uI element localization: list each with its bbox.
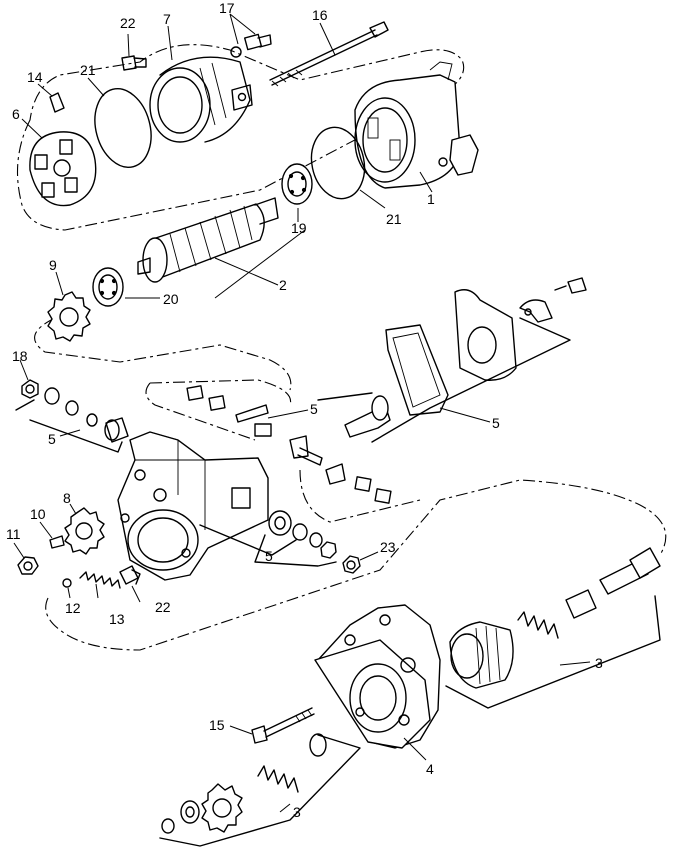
front-group-outline [45, 479, 667, 651]
callout-21-right: 21 [386, 211, 402, 227]
callout-1: 1 [427, 191, 435, 207]
pinion-group-outline [34, 317, 292, 391]
part-5-switch-cover-group [317, 277, 587, 443]
part-17-screw-washer [229, 13, 272, 58]
callout-14: 14 [27, 69, 43, 85]
part-5-terminal-kit [186, 385, 392, 504]
callout-13: 13 [109, 611, 125, 627]
callout-3-upper: 3 [595, 655, 603, 671]
callout-9: 9 [49, 257, 57, 273]
callout-17: 17 [219, 0, 235, 16]
center-housing [117, 431, 297, 581]
callout-5-left: 5 [48, 431, 56, 447]
callout-4: 4 [426, 761, 434, 777]
callout-5-right: 5 [492, 415, 500, 431]
top-group-outline [16, 44, 465, 231]
callout-20: 20 [163, 291, 179, 307]
part-6-brush-holder [21, 118, 97, 207]
callout-15: 15 [209, 717, 225, 733]
part-4-front-housing [314, 604, 441, 761]
part-3-shaft-assembly [445, 547, 661, 709]
callout-8: 8 [63, 490, 71, 506]
callout-12: 12 [65, 600, 81, 616]
part-22-screw-top [121, 33, 147, 71]
callout-5-lower: 5 [265, 548, 273, 564]
callout-18: 18 [12, 348, 28, 364]
part-3-drive-gear-kit [159, 733, 361, 847]
callout-23: 23 [380, 539, 396, 555]
callout-11: 11 [6, 526, 21, 542]
callout-6: 6 [12, 106, 20, 122]
callout-10: 10 [30, 506, 46, 522]
part-5-washers-and-nut-23 [254, 510, 379, 574]
callout-7: 7 [163, 11, 171, 27]
callout-5-center: 5 [310, 401, 318, 417]
part-13-spring [79, 571, 121, 599]
part-2-armature [137, 197, 279, 286]
part-9-idler-gear [47, 271, 91, 342]
callout-22-top: 22 [120, 15, 136, 31]
part-10-pin [39, 521, 65, 549]
callout-3-lower: 3 [293, 804, 301, 820]
part-8-gear [64, 503, 105, 555]
callout-16: 16 [312, 7, 328, 23]
part-12-ball [62, 578, 72, 599]
part-16-through-bolt [269, 21, 389, 87]
callout-2: 2 [279, 277, 287, 293]
part-7-rear-cover [149, 25, 253, 143]
group-outlines [16, 44, 667, 651]
part-14-bolt [37, 83, 65, 113]
part-21-o-ring-left [87, 77, 152, 168]
callout-21-left: 21 [80, 62, 96, 78]
part-22-plug [119, 565, 141, 603]
part-18-nut-and-washers [15, 359, 129, 453]
part-19-bearing-rear [281, 163, 313, 222]
callout-22-lower: 22 [155, 599, 171, 615]
housing-group-outline [145, 379, 421, 523]
callout-labels: 1 2 3 3 4 5 5 5 5 6 7 8 9 10 11 12 13 14… [6, 0, 603, 820]
part-11-nut [13, 542, 39, 575]
part-15-bolt [229, 707, 315, 744]
part-21-o-ring-right [310, 126, 386, 209]
part-20-bearing-front [92, 229, 306, 307]
part-1-yoke [354, 61, 479, 193]
callout-19: 19 [291, 220, 307, 236]
